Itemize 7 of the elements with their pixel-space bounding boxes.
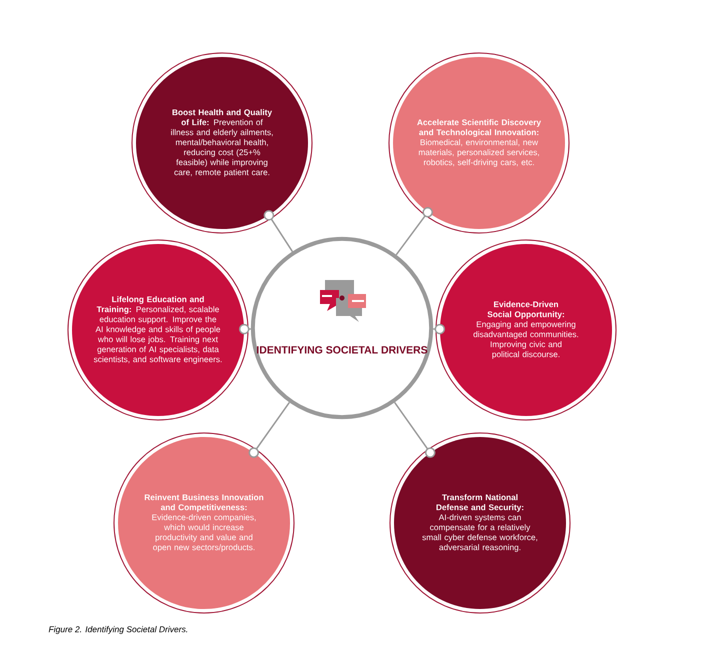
connector-line: [264, 210, 294, 252]
connector-line: [396, 207, 433, 256]
connector-line: [238, 324, 251, 334]
connector-line: [248, 402, 290, 458]
figure-caption: Figure 2. Identifying Societal Drivers.: [48, 626, 188, 634]
connector-line: [394, 402, 436, 458]
connector-line: [433, 324, 446, 334]
